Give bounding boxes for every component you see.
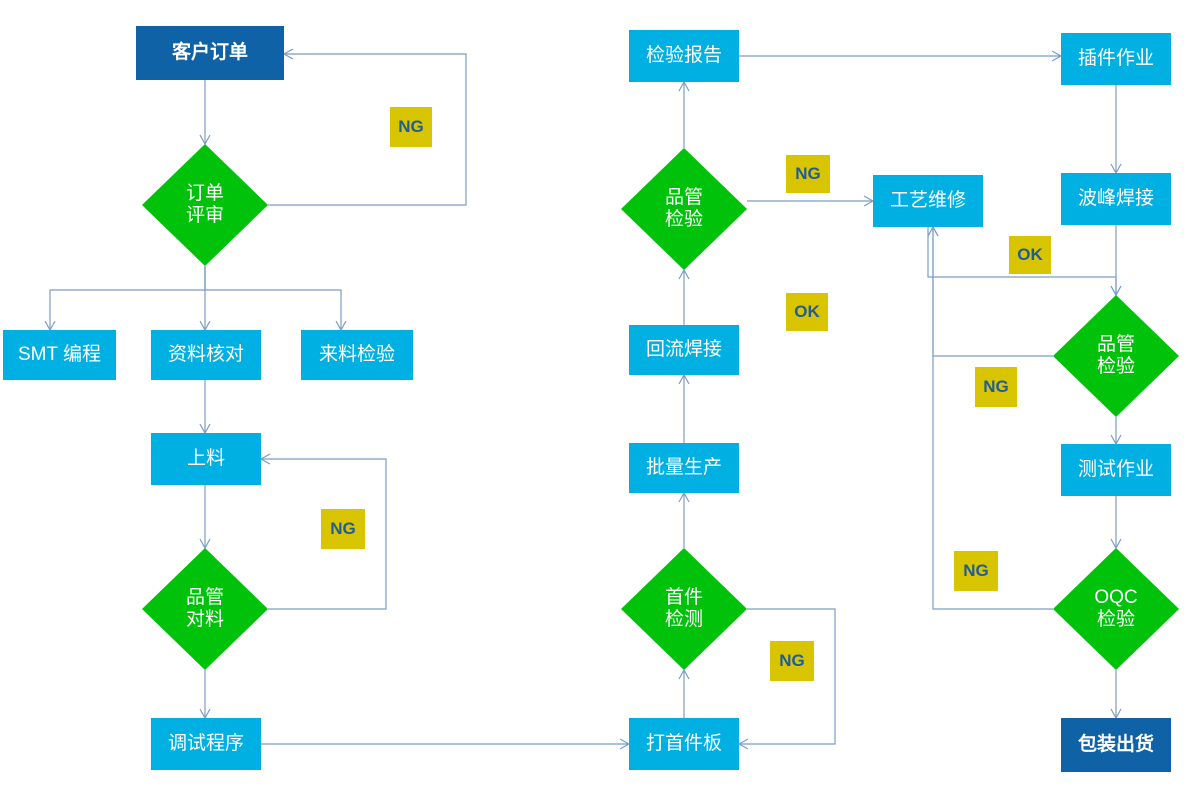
- edge-label-ok-qc1-reflow: OK: [786, 293, 828, 331]
- node-qc-inspection-2-label: 品管 检验: [1096, 333, 1135, 377]
- edge-label-ng-first-article: NG: [770, 641, 814, 681]
- node-inspection-report[interactable]: 检验报告: [629, 30, 739, 82]
- edge-label-ok-repair-qc2: OK: [1009, 236, 1051, 274]
- node-wave-soldering[interactable]: 波峰焊接: [1061, 173, 1171, 225]
- edge-fai-ng-to-firstboard: [737, 608, 836, 750]
- node-customer-order[interactable]: 客户订单: [136, 26, 284, 80]
- node-order-review-label: 订单 评审: [185, 182, 224, 226]
- node-test-operation[interactable]: 测试作业: [1061, 444, 1171, 496]
- node-print-first-board[interactable]: 打首件板: [629, 718, 739, 770]
- node-order-review[interactable]: 订单 评审: [142, 144, 268, 266]
- node-first-article-inspection[interactable]: 首件 检测: [621, 548, 747, 670]
- node-qc-inspection-1-label: 品管 检验: [664, 186, 703, 230]
- edge-label-ng-qc-material: NG: [321, 509, 365, 549]
- node-data-check[interactable]: 资料核对: [151, 330, 261, 380]
- node-qc-inspection-2[interactable]: 品管 检验: [1053, 295, 1179, 417]
- edge-label-ng-qc1-repair: NG: [786, 155, 830, 193]
- node-insertion-operation[interactable]: 插件作业: [1061, 33, 1171, 85]
- edge-label-ng-order-review: NG: [390, 107, 432, 147]
- node-loading[interactable]: 上料: [151, 433, 261, 485]
- edge-oqc-ng-to-repair: [927, 225, 1053, 610]
- node-oqc-inspection-label: OQC 检验: [1094, 586, 1138, 630]
- node-qc-material-check[interactable]: 品管 对料: [142, 548, 268, 670]
- node-process-repair[interactable]: 工艺维修: [873, 175, 983, 227]
- node-smt-programming[interactable]: SMT 编程: [3, 330, 116, 380]
- node-packing-shipment[interactable]: 包装出货: [1061, 718, 1171, 772]
- edge-review-to-smt: [44, 266, 206, 332]
- node-first-article-inspection-label: 首件 检测: [664, 586, 703, 630]
- node-qc-inspection-1[interactable]: 品管 检验: [621, 148, 747, 270]
- node-reflow-soldering[interactable]: 回流焊接: [629, 325, 739, 375]
- node-qc-material-check-label: 品管 对料: [185, 586, 224, 630]
- edge-review-to-iqc: [204, 266, 347, 332]
- edge-label-ng-qc2-repair: NG: [975, 367, 1017, 407]
- edge-label-ng-oqc-repair: NG: [954, 551, 998, 591]
- node-debug-program[interactable]: 调试程序: [151, 718, 261, 770]
- edge-repair-ok-to-qc2: [927, 227, 1122, 297]
- node-mass-production[interactable]: 批量生产: [629, 443, 739, 493]
- node-incoming-inspection[interactable]: 来料检验: [301, 330, 413, 380]
- edge-review-ng-to-order: [268, 48, 467, 206]
- node-oqc-inspection[interactable]: OQC 检验: [1053, 548, 1179, 670]
- edge-qcmatch-ng-to-load: [259, 453, 387, 610]
